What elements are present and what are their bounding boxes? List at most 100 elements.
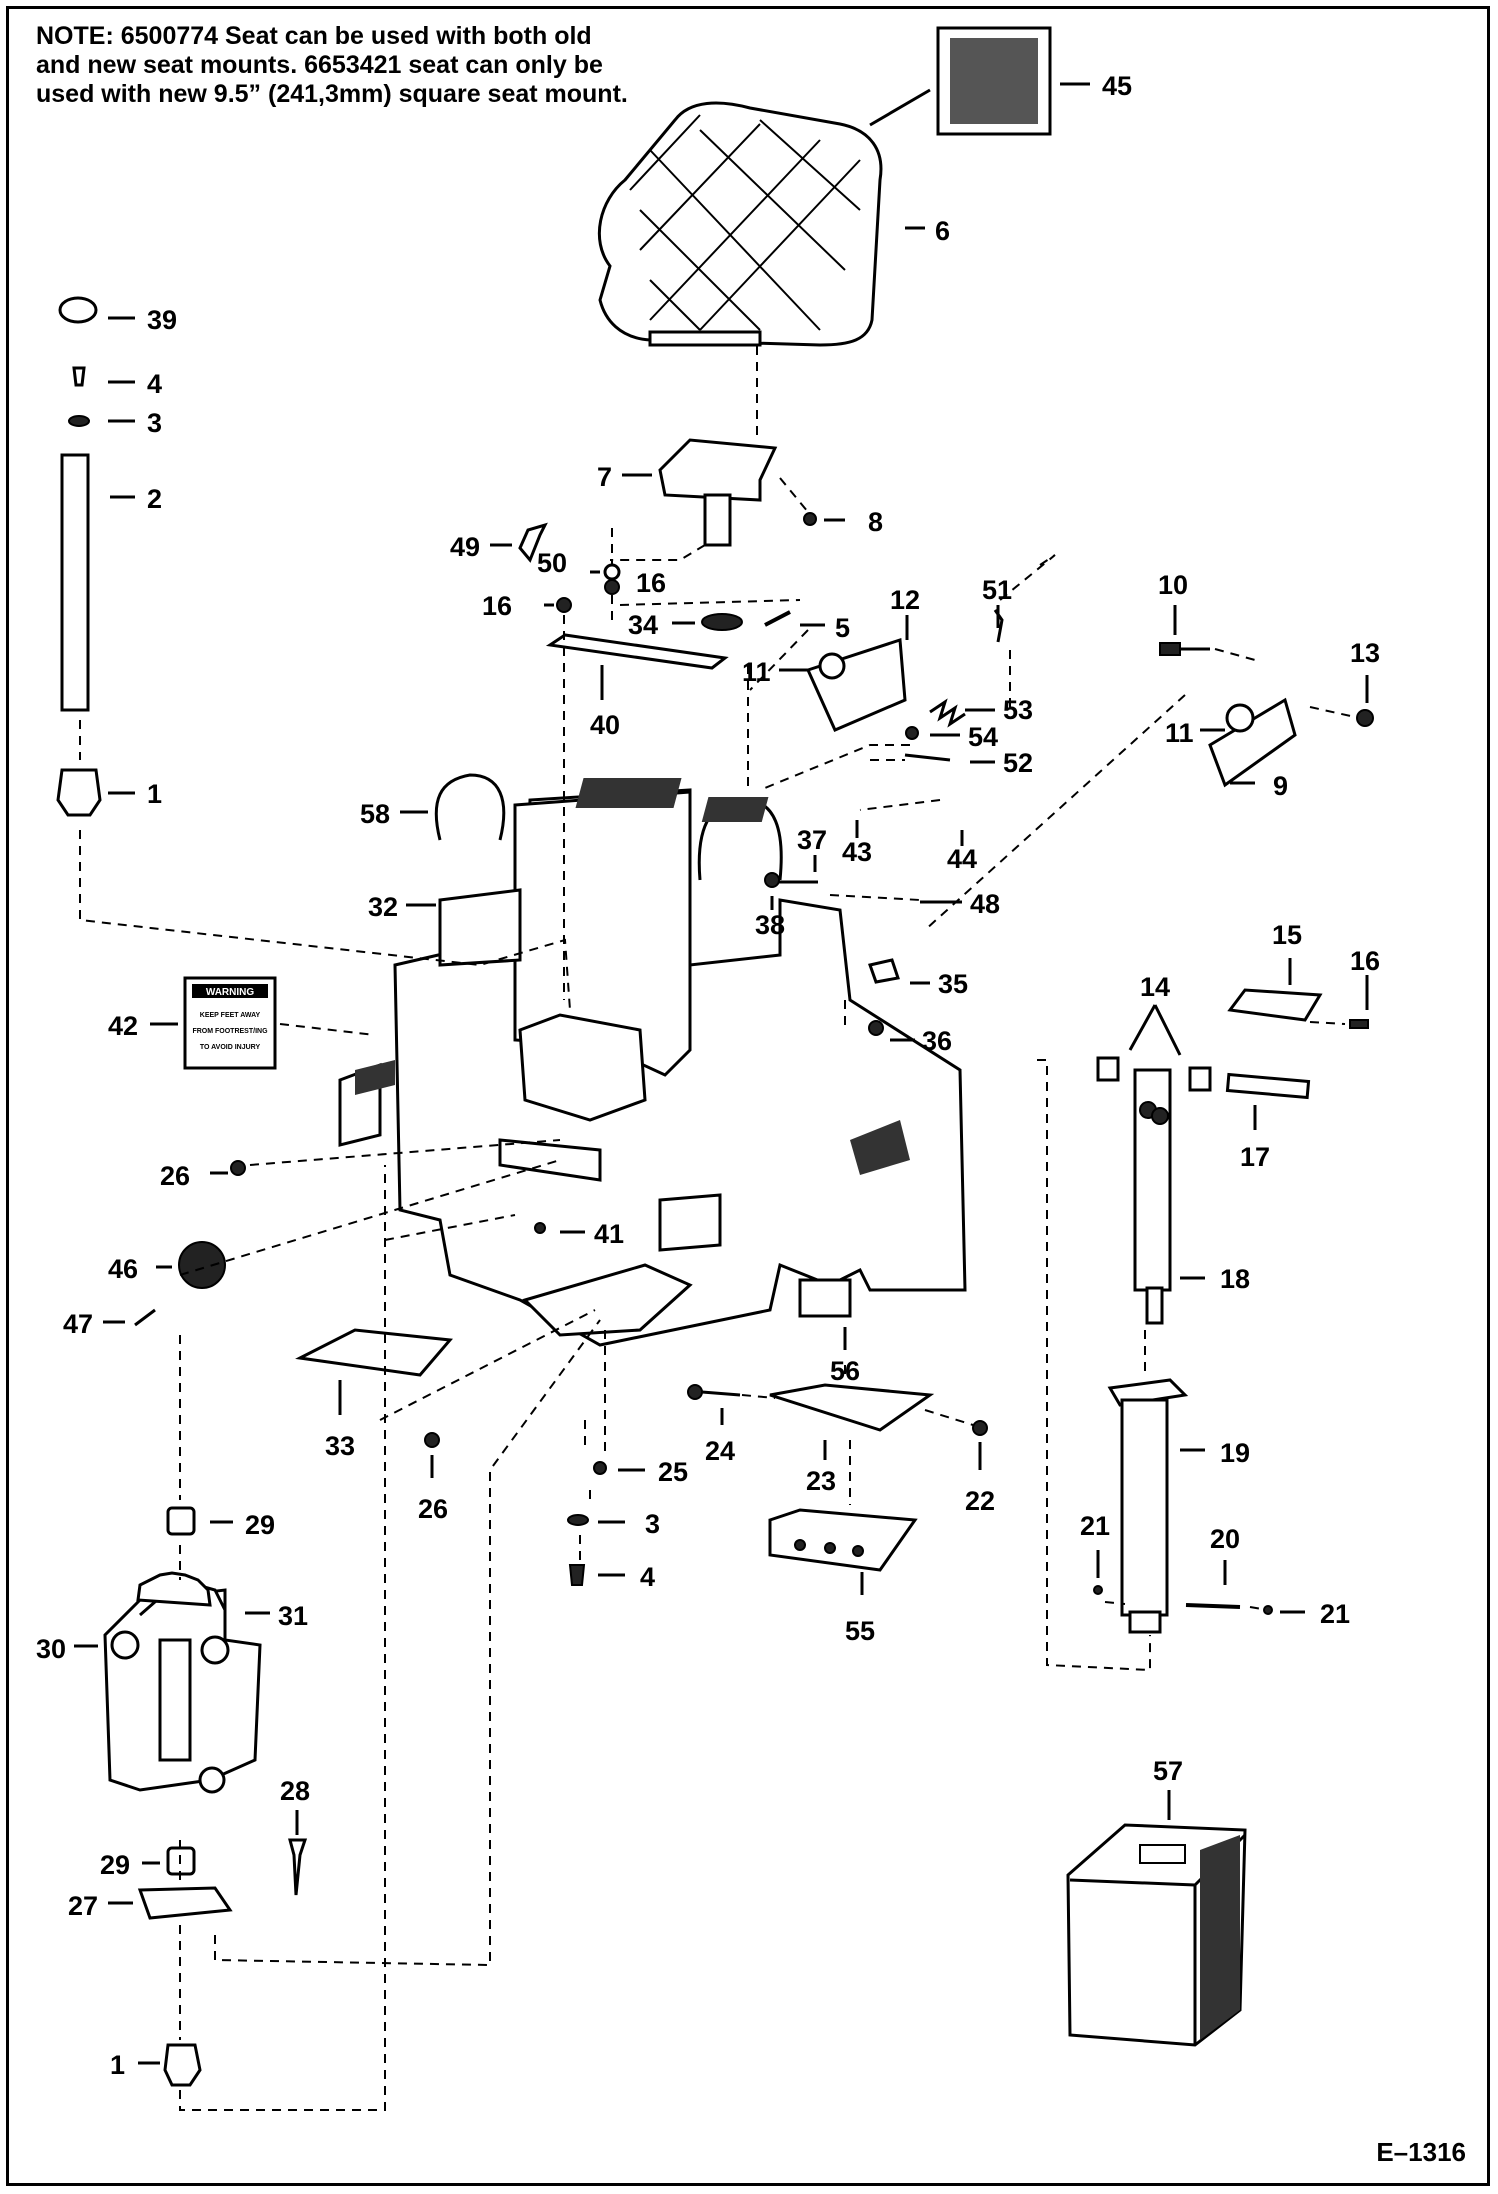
callout-23: 23 <box>806 1466 836 1496</box>
callout-52: 52 <box>1003 748 1033 778</box>
lever-49 <box>490 522 548 563</box>
warning-decal-42: WARNING KEEP FEET AWAY FROM FOOTREST/ING… <box>150 976 376 1070</box>
box-55 <box>768 1508 918 1595</box>
mount-1 <box>56 768 102 817</box>
nut-26 <box>230 1160 246 1176</box>
seat-mount <box>622 438 778 547</box>
callout-5: 5 <box>835 613 850 643</box>
callout-38: 38 <box>755 910 785 940</box>
callout-32: 32 <box>368 892 398 922</box>
callout-34: 34 <box>628 610 658 640</box>
bracket-9 <box>1200 697 1297 788</box>
callout-50: 50 <box>537 548 567 578</box>
callout-28: 28 <box>280 1776 310 1806</box>
callout-55: 55 <box>845 1616 875 1646</box>
callout-1a: 1 <box>147 779 162 809</box>
pin-5 <box>764 610 825 627</box>
note-label: NOTE: <box>36 22 114 50</box>
callout-16a: 16 <box>636 568 666 598</box>
callout-10: 10 <box>1158 570 1188 600</box>
callout-6: 6 <box>935 216 950 246</box>
callout-48: 48 <box>970 889 1000 919</box>
callout-40: 40 <box>590 710 620 740</box>
callout-37: 37 <box>797 825 827 855</box>
callout-33: 33 <box>325 1431 355 1461</box>
callout-31: 31 <box>278 1601 308 1631</box>
callout-51: 51 <box>982 575 1012 605</box>
bolt-4b <box>568 1564 586 1586</box>
callout-47: 47 <box>63 1309 93 1339</box>
plate-23 <box>769 1383 935 1460</box>
nut-22 <box>972 1420 988 1436</box>
callout-42: 42 <box>108 1011 138 1041</box>
callout-9: 9 <box>1273 771 1288 801</box>
bolt-4 <box>72 366 86 387</box>
bolt-16c <box>1349 1019 1369 1029</box>
callout-35: 35 <box>938 969 968 999</box>
callout-3b: 3 <box>645 1509 660 1539</box>
bolt-16 <box>556 597 572 613</box>
callout-49: 49 <box>450 532 480 562</box>
pad-43 <box>575 778 682 808</box>
washer-3b <box>567 1514 589 1526</box>
pin-52 <box>904 753 951 762</box>
decal-title: WARNING <box>206 987 255 998</box>
bolt-24 <box>687 1384 741 1425</box>
bolt-28 <box>288 1810 308 1896</box>
callout-36: 36 <box>922 1026 952 1056</box>
callout-11b: 11 <box>1165 718 1194 748</box>
callout-46: 46 <box>108 1254 138 1284</box>
callout-22: 22 <box>965 1486 995 1516</box>
callout-41: 41 <box>594 1219 624 1249</box>
rod-51 <box>993 605 1004 643</box>
cap-39 <box>58 296 98 324</box>
callout-44: 44 <box>947 844 977 874</box>
clip-21b <box>1263 1605 1273 1615</box>
gear-31 <box>136 1571 270 1615</box>
callout-18: 18 <box>1220 1264 1250 1294</box>
callout-26b: 26 <box>418 1494 448 1524</box>
cylinder-18 <box>1133 1068 1205 1325</box>
callout-7: 7 <box>597 462 612 492</box>
bracket-35 <box>868 958 900 984</box>
callout-21b: 21 <box>1320 1599 1350 1629</box>
plate-33 <box>295 1328 453 1415</box>
note-text: NOTE: 6500774 Seat can be used with both… <box>36 22 636 109</box>
clip-21a <box>1093 1585 1103 1595</box>
bar-40 <box>545 633 729 700</box>
drawing-code: E–1316 <box>1376 2137 1466 2167</box>
decal-line-2: FROM FOOTREST/ING <box>192 1028 268 1035</box>
callout-43: 43 <box>842 837 872 867</box>
nut-25 <box>593 1461 607 1475</box>
bracket-15 <box>1227 958 1323 1022</box>
callout-1b: 1 <box>110 2050 125 2080</box>
callout-39: 39 <box>147 305 177 335</box>
callout-15: 15 <box>1272 920 1302 950</box>
callout-57: 57 <box>1153 1756 1183 1786</box>
plate-27 <box>137 1886 233 1920</box>
callout-56: 56 <box>830 1356 860 1386</box>
rod-47 <box>134 1308 156 1327</box>
tube-2 <box>60 453 90 712</box>
tube-19 <box>1107 1378 1205 1634</box>
callout-27: 27 <box>68 1891 98 1921</box>
callout-11a: 11 <box>742 657 771 687</box>
callout-4a: 4 <box>147 369 162 399</box>
bracket-12 <box>779 615 909 732</box>
callout-12: 12 <box>890 585 920 615</box>
bolt-8 <box>779 477 845 526</box>
washer-38 <box>764 872 780 888</box>
nut-13 <box>1356 709 1374 727</box>
callout-20: 20 <box>1210 1524 1240 1554</box>
callout-58: 58 <box>360 799 390 829</box>
callout-17: 17 <box>1240 1142 1270 1172</box>
pin-17 <box>1225 1072 1311 1130</box>
bushings-14 <box>1096 1004 1212 1092</box>
decal-line-3: TO AVOID INJURY <box>200 1044 261 1051</box>
bushing-29 <box>166 1506 196 1536</box>
drawing-border <box>6 6 1490 2186</box>
spring-53 <box>929 698 995 728</box>
callout-13: 13 <box>1350 638 1380 668</box>
callout-21a: 21 <box>1080 1511 1110 1541</box>
